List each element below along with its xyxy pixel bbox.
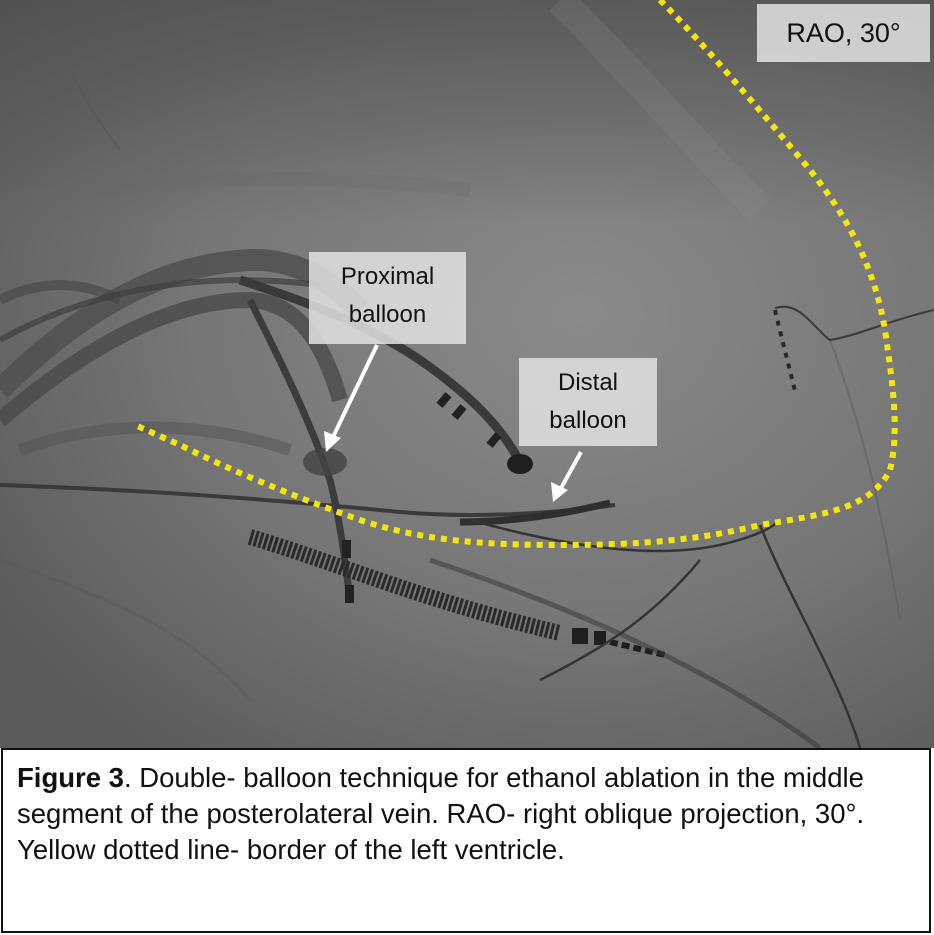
guide-wires bbox=[429, 518, 862, 748]
proximal-balloon-arrow bbox=[324, 344, 379, 452]
fluoroscopy-graphic bbox=[0, 0, 934, 748]
distal-label-line2: balloon bbox=[549, 407, 627, 434]
proximal-balloon-label: Proximal balloon bbox=[309, 252, 466, 344]
distal-balloon-arrow bbox=[551, 451, 583, 502]
projection-label: RAO, 30° bbox=[757, 4, 930, 62]
electrode-catheter bbox=[773, 305, 934, 396]
proximal-label-line1: Proximal bbox=[340, 263, 435, 290]
distal-balloon-label: Distal balloon bbox=[519, 358, 657, 446]
distal-label-line1: Distal bbox=[557, 369, 618, 396]
caption-text: . Double- balloon technique for ethanol … bbox=[17, 762, 865, 865]
proximal-label-line2: balloon bbox=[348, 301, 427, 328]
figure-number: Figure 3 bbox=[17, 762, 124, 793]
fluoroscopy-image: RAO, 30° Proximal balloon Distal balloon bbox=[0, 0, 934, 748]
coil-lead bbox=[247, 529, 666, 658]
proximal-balloon-catheter bbox=[238, 275, 533, 603]
left-ventricle-border bbox=[133, 0, 898, 549]
figure-caption: Figure 3. Double- balloon technique for … bbox=[1, 748, 931, 933]
